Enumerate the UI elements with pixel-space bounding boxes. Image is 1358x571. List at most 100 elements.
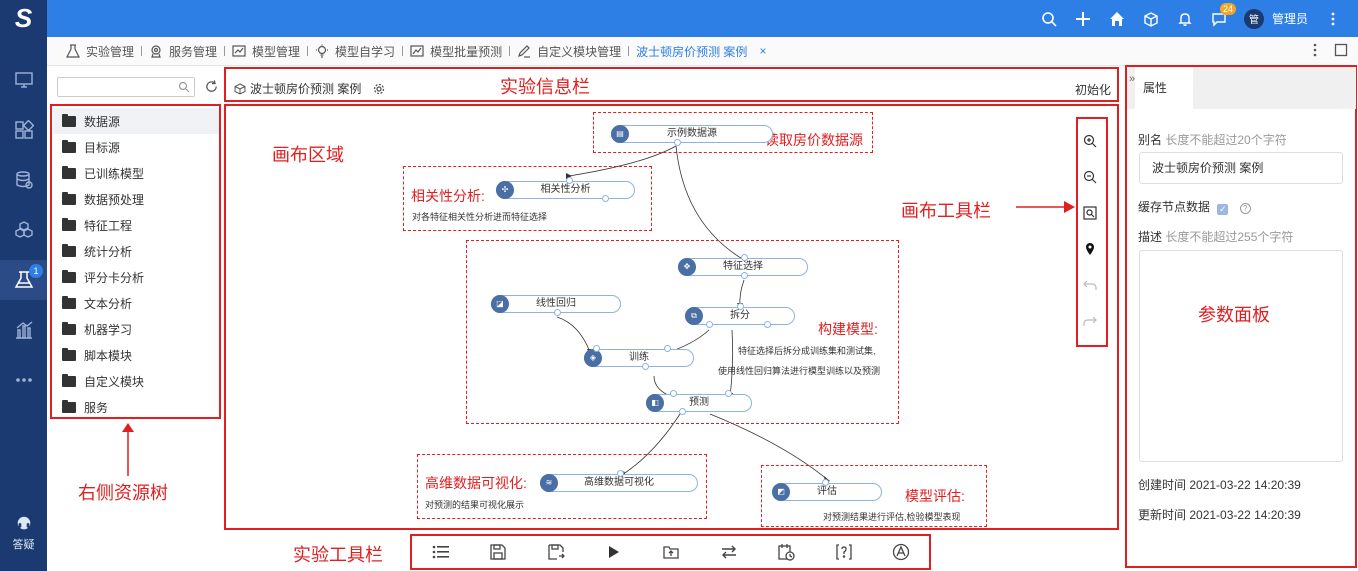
locate-icon[interactable]	[1080, 231, 1100, 267]
node-port[interactable]	[764, 321, 771, 328]
tree-item-custom[interactable]: 自定义模块	[53, 368, 219, 394]
tab-model-manage[interactable]: 模型管理	[225, 43, 307, 60]
node-port[interactable]	[602, 195, 609, 202]
node-port[interactable]	[642, 363, 649, 370]
node-train[interactable]: ◈ 训练	[584, 345, 694, 370]
node-label: 相关性分析	[540, 184, 591, 195]
folder-icon	[62, 347, 76, 361]
tree-item-target[interactable]: 目标源	[53, 134, 219, 160]
user-avatar[interactable]: 管	[1243, 8, 1264, 29]
node-sample-data[interactable]: ▤ 示例数据源	[611, 125, 773, 146]
search-icon[interactable]	[178, 81, 190, 93]
node-split[interactable]: ⧉ 拆分	[685, 303, 795, 328]
schedule-icon[interactable]	[775, 541, 797, 563]
node-evaluate[interactable]: ◩ 评估	[772, 479, 882, 501]
fit-view-icon[interactable]	[1080, 195, 1100, 231]
package-icon[interactable]	[1142, 10, 1160, 28]
node-port[interactable]	[706, 321, 713, 328]
tab-batch-predict[interactable]: 模型批量预测	[403, 43, 509, 60]
settings-icon[interactable]	[373, 83, 385, 95]
tab-properties[interactable]: 属性	[1135, 67, 1193, 109]
folder-icon	[62, 373, 76, 387]
node-port[interactable]	[737, 303, 744, 310]
tab-experiment-manage[interactable]: 实验管理	[59, 43, 141, 60]
tree-item-preprocess[interactable]: 数据预处理	[53, 186, 219, 212]
nav-cubes-icon[interactable]	[0, 210, 47, 250]
desc-textarea[interactable]: 参数面板	[1139, 250, 1343, 462]
node-port[interactable]	[664, 345, 671, 352]
tree-item-text[interactable]: 文本分析	[53, 290, 219, 316]
more-vertical-icon[interactable]	[1308, 43, 1322, 57]
node-port[interactable]	[566, 177, 573, 184]
tree-search-input[interactable]	[58, 78, 168, 96]
node-port[interactable]	[741, 272, 748, 279]
user-name[interactable]: 管理员	[1271, 12, 1308, 26]
tab-service-manage[interactable]: 服务管理	[142, 43, 224, 60]
node-linear-regression[interactable]: ◪ 线性回归	[491, 295, 621, 316]
more-vertical-icon[interactable]	[1324, 10, 1342, 28]
cache-checkbox[interactable]: ✓	[1217, 204, 1229, 215]
run-icon[interactable]	[602, 541, 624, 563]
tab-boston-case[interactable]: 波士顿房价预测 案例 ×	[629, 43, 773, 60]
zoom-out-icon[interactable]	[1080, 159, 1100, 195]
tab-custom-module[interactable]: 自定义模块管理	[510, 43, 628, 60]
help-button[interactable]: 答疑	[0, 515, 47, 552]
redo-icon[interactable]	[1080, 303, 1100, 339]
tree-item-datasource[interactable]: 数据源	[53, 108, 219, 134]
undo-icon[interactable]	[1080, 267, 1100, 303]
list-icon[interactable]	[430, 541, 452, 563]
swap-icon[interactable]	[718, 541, 740, 563]
search-icon[interactable]	[1040, 10, 1058, 28]
node-hd-vis[interactable]: ≋ 高维数据可视化	[540, 470, 698, 492]
collapse-icon[interactable]: »	[1129, 73, 1136, 85]
tree-item-ml[interactable]: 机器学习	[53, 316, 219, 342]
node-port[interactable]	[822, 479, 829, 486]
node-port[interactable]	[670, 390, 677, 397]
message-icon[interactable]: 24	[1210, 2, 1236, 28]
tab-model-selflearn[interactable]: 模型自学习	[308, 43, 402, 60]
node-port[interactable]	[554, 309, 561, 316]
tree-item-label: 机器学习	[84, 322, 133, 337]
node-label: 拆分	[730, 310, 750, 321]
tree-item-statistics[interactable]: 统计分析	[53, 238, 219, 264]
node-port[interactable]	[725, 390, 732, 397]
node-predict[interactable]: ◧ 预测	[646, 390, 752, 415]
close-icon[interactable]: ×	[759, 44, 767, 58]
desc-label-text: 描述	[1138, 230, 1163, 244]
tree-item-script[interactable]: 脚本模块	[53, 342, 219, 368]
help-bracket-icon[interactable]	[833, 541, 855, 563]
plus-icon[interactable]	[1074, 10, 1092, 28]
home-icon[interactable]	[1108, 10, 1126, 28]
tree-item-scorecard[interactable]: 评分卡分析	[53, 264, 219, 290]
question-icon[interactable]: ?	[1239, 203, 1251, 214]
initialize-button[interactable]: 初始化	[1075, 83, 1112, 97]
alias-label: 别名 长度不能超过20个字符	[1138, 131, 1287, 148]
node-port[interactable]	[617, 470, 624, 477]
annotation-exp-toolbar: 实验工具栏	[293, 545, 383, 565]
export-icon[interactable]	[660, 541, 682, 563]
node-port[interactable]	[674, 139, 681, 146]
tree-item-feature[interactable]: 特征工程	[53, 212, 219, 238]
maximize-icon[interactable]	[1334, 43, 1348, 57]
node-feature-select[interactable]: ✥ 特征选择	[678, 254, 808, 279]
nav-database-icon[interactable]	[0, 160, 47, 200]
node-port[interactable]	[679, 408, 686, 415]
nav-monitor-icon[interactable]	[0, 60, 47, 100]
zoom-in-icon[interactable]	[1080, 123, 1100, 159]
alias-input[interactable]: 波士顿房价预测 案例	[1139, 152, 1343, 184]
app-logo[interactable]: S	[0, 0, 47, 37]
refresh-icon[interactable]	[204, 79, 219, 94]
save-as-icon[interactable]	[545, 541, 567, 563]
save-icon[interactable]	[487, 541, 509, 563]
node-port[interactable]	[593, 345, 600, 352]
tree-item-service[interactable]: 服务	[53, 394, 219, 420]
bell-icon[interactable]	[1176, 10, 1194, 28]
auto-layout-icon[interactable]	[890, 541, 912, 563]
node-port[interactable]	[741, 254, 748, 261]
nav-chart-icon[interactable]	[0, 310, 47, 350]
nav-dashboard-icon[interactable]	[0, 110, 47, 150]
node-correlation[interactable]: ✣ 相关性分析	[496, 177, 635, 202]
nav-experiment-icon[interactable]: 1	[0, 260, 47, 300]
tree-item-trained-model[interactable]: 已训练模型	[53, 160, 219, 186]
nav-more-icon[interactable]	[0, 360, 47, 400]
